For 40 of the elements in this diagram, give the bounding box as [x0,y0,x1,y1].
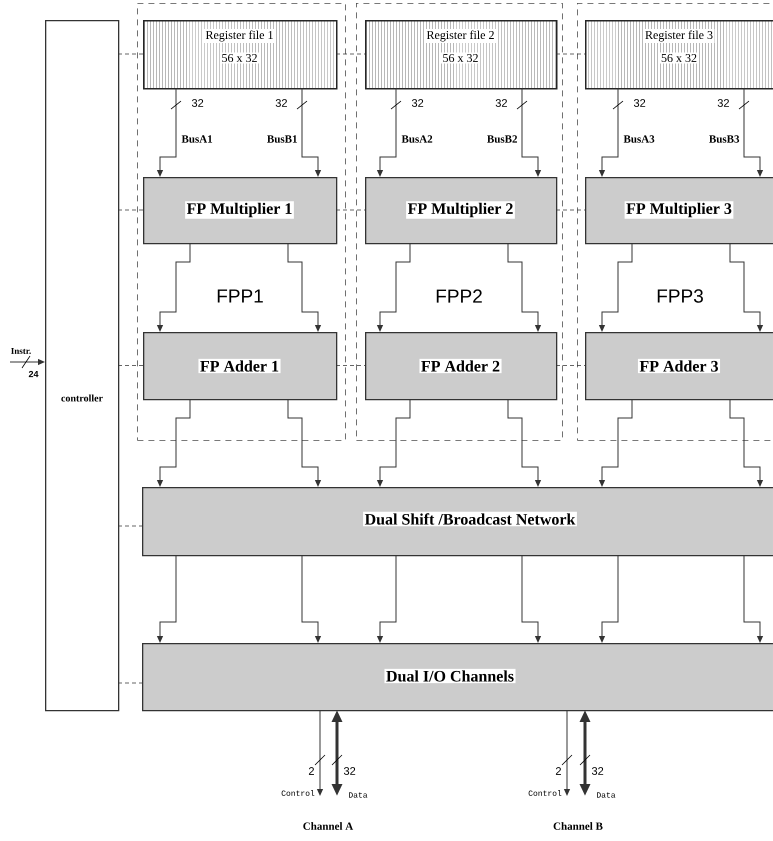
channel-label: Channel A [303,822,354,830]
function-unit-box: FP Adder 3 [585,332,773,400]
edge-label: 32 [344,767,356,775]
function-unit-box: FP Multiplier 3 [585,177,773,244]
input-label: Instr. [11,348,31,354]
channel-label: Channel B [554,822,603,830]
bus-width-label: 32 [412,99,424,107]
dashed-line [336,365,366,366]
bus-width-label: 32 [496,99,507,107]
signal-label: Control [282,790,314,796]
edge-label: 2 [556,767,561,775]
dashed-line [118,682,142,684]
bus-label: BusB3 [709,135,740,143]
bus-width-label: 32 [276,99,287,107]
bus-label: BusB1 [267,135,297,143]
bus-width-label: 32 [634,99,646,107]
edge-label: 2 [308,767,314,775]
function-unit-box: FP Multiplier 2 [365,177,558,244]
register-file-box: Register file 2 56 x 32 [365,20,558,90]
function-unit-box: Dual Shift /Broadcast Network [142,487,773,556]
signal-label: Data [349,792,368,798]
function-unit-box: FP Adder 2 [365,332,558,400]
bus-label: BusB2 [487,135,518,143]
bus-label: BusA2 [402,135,432,143]
bus-label: BusA1 [182,135,212,143]
bus-label: BusA3 [624,135,654,143]
dashed-line [556,365,586,366]
bus-width-label: 32 [718,99,729,107]
function-unit-box: FP Multiplier 1 [143,177,338,244]
edge-label: 24 [28,370,38,378]
controller-box: controller [45,20,120,712]
register-file-box: Register file 1 56 x 32 [143,20,338,90]
signal-label: Control [528,790,562,796]
function-unit-box: Dual I/O Channels [142,643,773,712]
bus-width-label: 32 [192,99,204,107]
register-file-box: Register file 3 56 x 32 [585,20,773,90]
dashed-line [118,365,144,366]
edge-label: 32 [592,767,604,775]
function-unit-box: FP Adder 1 [143,332,338,400]
signal-label: Data [597,792,616,798]
